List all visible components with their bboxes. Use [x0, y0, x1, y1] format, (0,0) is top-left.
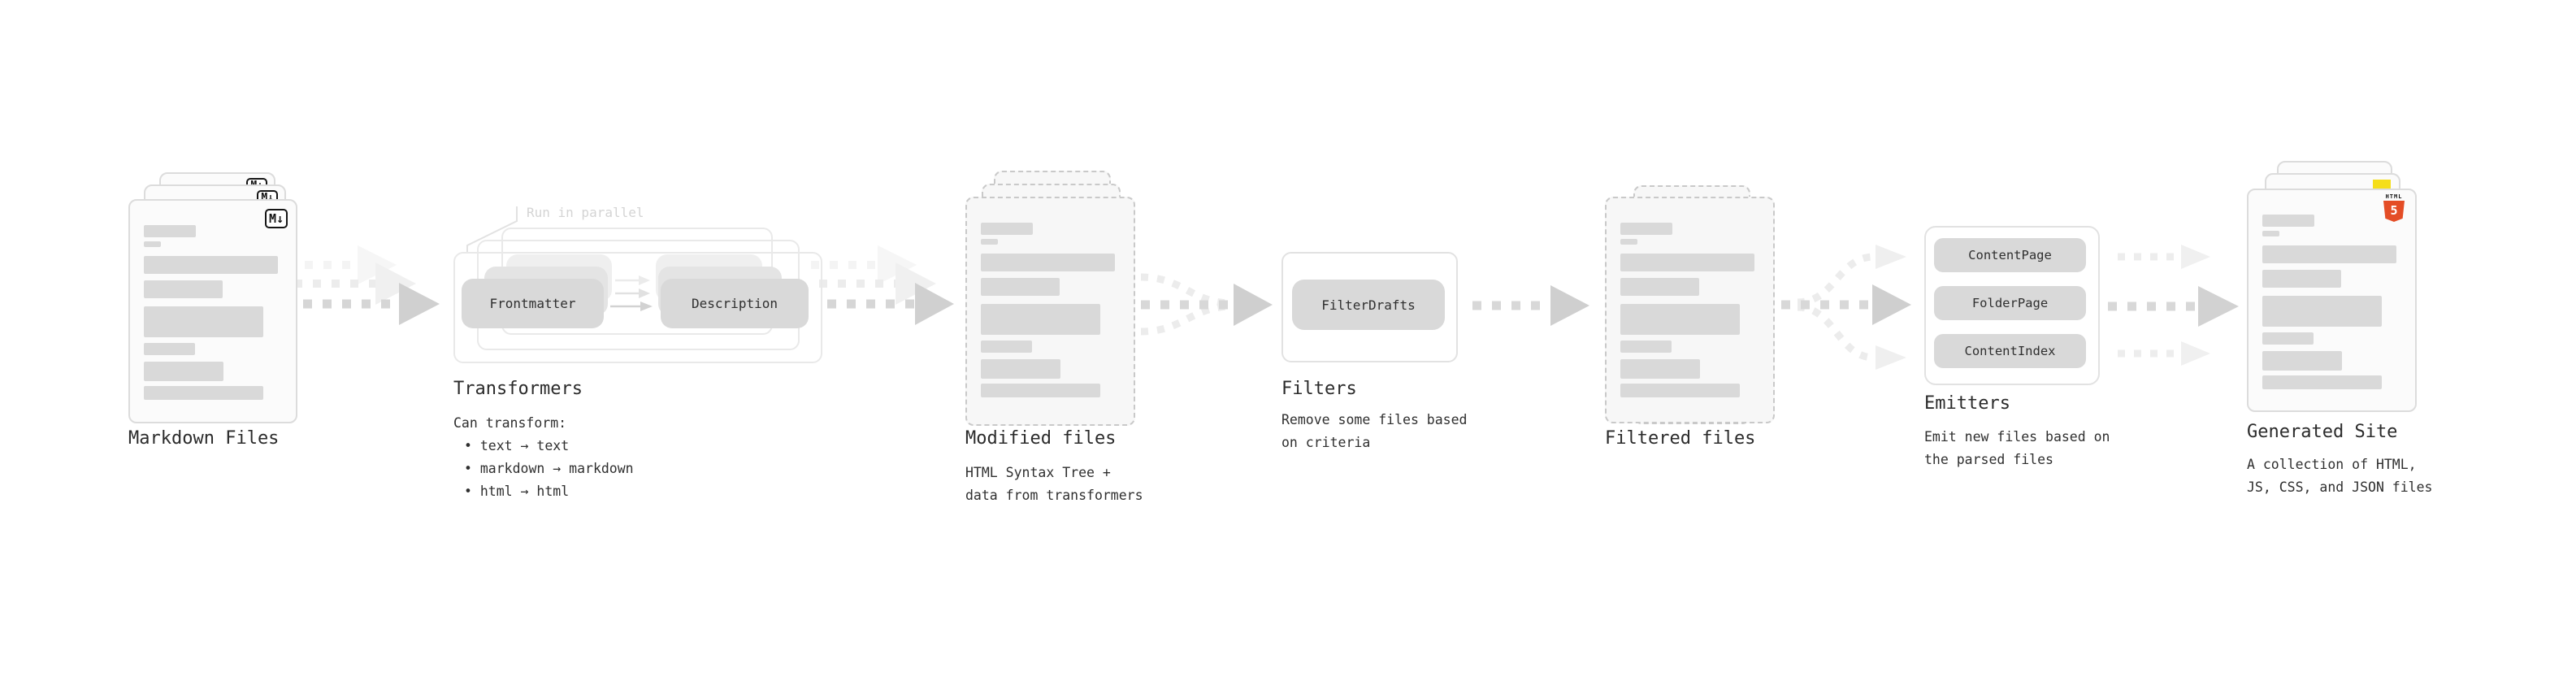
emit-arrows — [2108, 245, 2239, 366]
desc-line: Emit new files based on — [1924, 429, 2110, 445]
filterdrafts-pill: FilterDrafts — [1292, 280, 1445, 330]
desc-line: Remove some files based — [1281, 412, 1468, 427]
generated-site-label: Generated Site — [2247, 422, 2398, 442]
desc-bullet: • html → html — [464, 484, 570, 499]
fan-in-arrow — [1140, 273, 1273, 336]
transformers-label: Transformers — [453, 379, 583, 399]
site-file-card-front: HTML 5 — [2247, 189, 2417, 412]
flow-arrow-3 — [1472, 285, 1589, 326]
desc-line: on criteria — [1281, 435, 1371, 450]
desc-line: A collection of HTML, — [2247, 457, 2417, 472]
desc-line: HTML Syntax Tree + — [965, 465, 1111, 480]
markdown-icon: M↓ — [264, 209, 288, 228]
filters-label: Filters — [1281, 379, 1357, 399]
markdown-file-card-front: M↓ — [128, 199, 297, 423]
modified-files-description: HTML Syntax Tree + data from transformer… — [965, 462, 1143, 507]
folderpage-pill: FolderPage — [1934, 286, 2086, 320]
document-text-bars — [2249, 190, 2415, 410]
contentpage-pill: ContentPage — [1934, 238, 2086, 272]
emitters-description: Emit new files based on the parsed files — [1924, 426, 2110, 471]
document-text-bars — [130, 201, 296, 422]
desc-line: the parsed files — [1924, 452, 2053, 467]
desc-line: Can transform: — [453, 415, 567, 431]
document-text-bars — [967, 198, 1134, 424]
flow-arrow-2 — [811, 245, 954, 325]
filtered-files-label: Filtered files — [1605, 428, 1756, 449]
transformer-box-front — [453, 252, 822, 363]
contentindex-pill: ContentIndex — [1934, 334, 2086, 368]
emitters-label: Emitters — [1924, 393, 2010, 414]
html5-icon-word: HTML — [2385, 193, 2403, 200]
desc-line: data from transformers — [965, 488, 1143, 503]
desc-bullet: • markdown → markdown — [464, 461, 634, 476]
transformers-description: Can transform: • text → text • markdown … — [453, 412, 634, 503]
frontmatter-pill: Frontmatter — [462, 279, 604, 328]
description-pill: Description — [661, 279, 809, 328]
desc-bullet: • text → text — [464, 438, 570, 453]
fan-out-arrow — [1781, 245, 1911, 370]
desc-line: JS, CSS, and JSON files — [2247, 479, 2433, 495]
html5-icon-shield: 5 — [2383, 201, 2405, 222]
flow-arrow-1 — [286, 245, 440, 325]
generated-site-description: A collection of HTML, JS, CSS, and JSON … — [2247, 453, 2432, 499]
modified-files-label: Modified files — [965, 428, 1117, 449]
markdown-files-label: Markdown Files — [128, 428, 280, 449]
filtered-file-card-front — [1605, 197, 1775, 423]
run-in-parallel-note: Run in parallel — [527, 205, 644, 220]
modified-file-card-front — [965, 197, 1135, 426]
html5-icon: HTML 5 — [2383, 193, 2405, 222]
document-text-bars — [1607, 198, 1773, 422]
filters-description: Remove some files based on criteria — [1281, 409, 1467, 454]
